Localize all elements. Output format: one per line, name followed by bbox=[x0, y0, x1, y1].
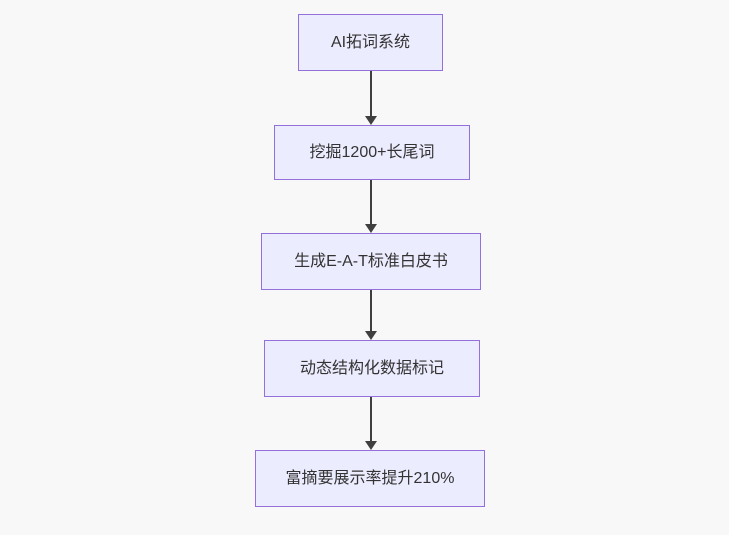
flow-arrow-2 bbox=[365, 180, 377, 233]
flow-node-label: 动态结构化数据标记 bbox=[299, 359, 444, 377]
flow-arrow-1 bbox=[365, 71, 377, 125]
arrowhead-down-icon bbox=[365, 441, 377, 450]
arrowhead-down-icon bbox=[365, 224, 377, 233]
arrow-shaft bbox=[370, 180, 372, 224]
flow-node-ai-word-expansion: AI拓词系统 bbox=[298, 14, 443, 71]
flow-arrow-4 bbox=[365, 397, 377, 450]
arrow-shaft bbox=[370, 71, 372, 116]
flow-node-label: 挖掘1200+长尾词 bbox=[309, 143, 435, 161]
arrowhead-down-icon bbox=[365, 331, 377, 340]
arrowhead-down-icon bbox=[365, 116, 377, 125]
flow-node-label: 富摘要展示率提升210% bbox=[285, 469, 455, 487]
flow-node-longtail-keywords: 挖掘1200+长尾词 bbox=[274, 125, 470, 180]
flow-node-structured-data-markup: 动态结构化数据标记 bbox=[264, 340, 480, 397]
flow-arrow-3 bbox=[365, 290, 377, 340]
arrow-shaft bbox=[370, 397, 372, 441]
flow-node-rich-snippet-rate: 富摘要展示率提升210% bbox=[255, 450, 485, 507]
flow-node-label: AI拓词系统 bbox=[330, 33, 411, 51]
arrow-shaft bbox=[370, 290, 372, 331]
flow-node-eat-whitepaper: 生成E-A-T标准白皮书 bbox=[261, 233, 481, 290]
flow-node-label: 生成E-A-T标准白皮书 bbox=[294, 252, 448, 270]
